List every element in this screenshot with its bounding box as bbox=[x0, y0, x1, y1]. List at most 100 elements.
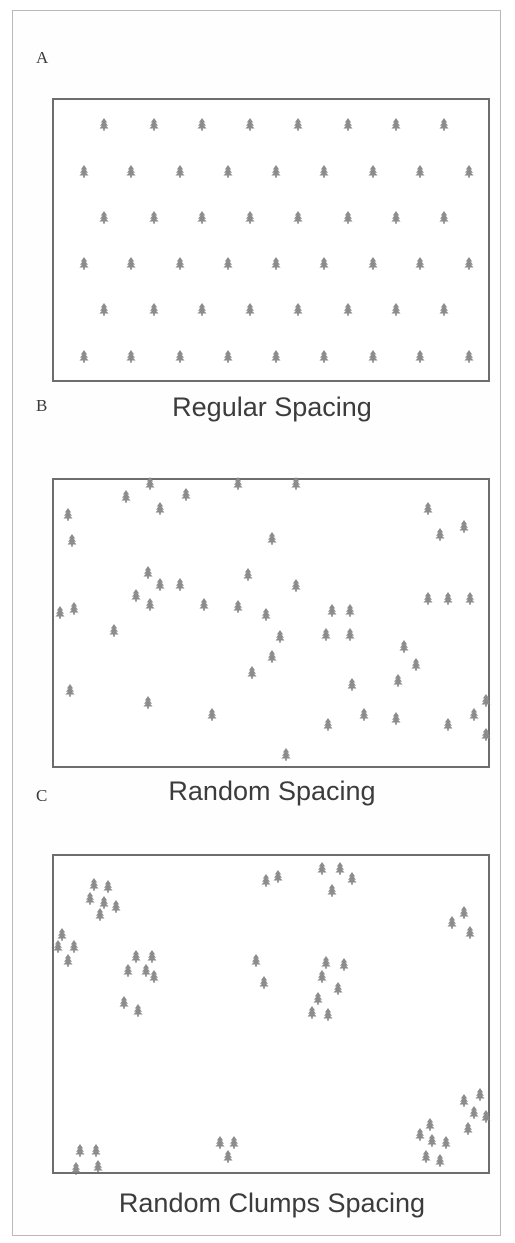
tree-icon bbox=[443, 718, 453, 731]
tree-icon bbox=[131, 950, 141, 963]
tree-icon bbox=[85, 892, 95, 905]
tree-icon bbox=[175, 165, 185, 178]
tree-icon bbox=[293, 211, 303, 224]
tree-icon bbox=[251, 954, 261, 967]
tree-icon bbox=[99, 896, 109, 909]
tree-icon bbox=[69, 602, 79, 615]
tree-icon bbox=[245, 303, 255, 316]
tree-icon bbox=[63, 508, 73, 521]
tree-icon bbox=[343, 118, 353, 131]
panel-c-letter: C bbox=[36, 786, 48, 805]
tree-icon bbox=[465, 592, 475, 605]
tree-icon bbox=[327, 884, 337, 897]
tree-icon bbox=[99, 303, 109, 316]
tree-icon bbox=[57, 928, 67, 941]
tree-icon bbox=[123, 964, 133, 977]
tree-icon bbox=[99, 211, 109, 224]
tree-icon bbox=[464, 257, 474, 270]
tree-icon bbox=[75, 1144, 85, 1157]
tree-icon bbox=[79, 350, 89, 363]
tree-icon bbox=[67, 534, 77, 547]
tree-icon bbox=[469, 708, 479, 721]
tree-icon bbox=[333, 982, 343, 995]
tree-icon bbox=[345, 604, 355, 617]
tree-icon bbox=[95, 908, 105, 921]
tree-icon bbox=[447, 916, 457, 929]
tree-icon bbox=[149, 211, 159, 224]
tree-icon bbox=[149, 118, 159, 131]
tree-icon bbox=[149, 970, 159, 983]
tree-icon bbox=[323, 718, 333, 731]
tree-icon bbox=[89, 878, 99, 891]
tree-icon bbox=[155, 502, 165, 515]
tree-icon bbox=[243, 568, 253, 581]
tree-icon bbox=[91, 1144, 101, 1157]
tree-icon bbox=[319, 350, 329, 363]
tree-icon bbox=[149, 303, 159, 316]
tree-icon bbox=[215, 1136, 225, 1149]
tree-icon bbox=[229, 1136, 239, 1149]
tree-icon bbox=[207, 708, 217, 721]
tree-icon bbox=[464, 350, 474, 363]
tree-icon bbox=[335, 862, 345, 875]
tree-icon bbox=[175, 578, 185, 591]
tree-icon bbox=[261, 608, 271, 621]
tree-icon bbox=[63, 954, 73, 967]
tree-icon bbox=[465, 926, 475, 939]
tree-icon bbox=[245, 211, 255, 224]
tree-icon bbox=[199, 598, 209, 611]
tree-icon bbox=[271, 165, 281, 178]
tree-icon bbox=[126, 165, 136, 178]
tree-icon bbox=[368, 350, 378, 363]
tree-icon bbox=[71, 1162, 81, 1175]
tree-icon bbox=[133, 1004, 143, 1017]
tree-icon bbox=[319, 165, 329, 178]
tree-icon bbox=[143, 696, 153, 709]
tree-icon bbox=[223, 350, 233, 363]
tree-icon bbox=[223, 257, 233, 270]
tree-icon bbox=[223, 165, 233, 178]
tree-icon bbox=[307, 1006, 317, 1019]
tree-icon bbox=[423, 502, 433, 515]
tree-icon bbox=[425, 1118, 435, 1131]
tree-icon bbox=[347, 678, 357, 691]
tree-icon bbox=[233, 600, 243, 613]
tree-icon bbox=[321, 628, 331, 641]
tree-icon bbox=[439, 303, 449, 316]
tree-icon bbox=[111, 900, 121, 913]
tree-icon bbox=[415, 165, 425, 178]
tree-icon bbox=[347, 872, 357, 885]
tree-icon bbox=[415, 1128, 425, 1141]
tree-icon bbox=[313, 992, 323, 1005]
tree-icon bbox=[99, 118, 109, 131]
tree-icon bbox=[69, 940, 79, 953]
tree-icon bbox=[399, 640, 409, 653]
panel-b-random-spacing bbox=[52, 478, 490, 768]
tree-icon bbox=[423, 592, 433, 605]
tree-icon bbox=[245, 118, 255, 131]
tree-icon bbox=[53, 940, 63, 953]
panel-b-caption: Random Spacing bbox=[168, 776, 376, 806]
tree-icon bbox=[415, 350, 425, 363]
tree-icon bbox=[435, 1154, 445, 1167]
tree-icon bbox=[319, 257, 329, 270]
tree-icon bbox=[109, 624, 119, 637]
tree-icon bbox=[481, 694, 491, 707]
tree-icon bbox=[275, 630, 285, 643]
tree-icon bbox=[181, 488, 191, 501]
tree-icon bbox=[459, 906, 469, 919]
panel-a-regular-spacing bbox=[52, 98, 490, 382]
tree-icon bbox=[79, 257, 89, 270]
tree-icon bbox=[55, 606, 65, 619]
tree-icon bbox=[233, 477, 243, 490]
tree-icon bbox=[317, 970, 327, 983]
tree-icon bbox=[359, 708, 369, 721]
tree-icon bbox=[293, 118, 303, 131]
tree-icon bbox=[411, 658, 421, 671]
tree-icon bbox=[145, 598, 155, 611]
tree-icon bbox=[293, 303, 303, 316]
tree-icon bbox=[464, 165, 474, 178]
tree-icon bbox=[343, 211, 353, 224]
tree-icon bbox=[291, 477, 301, 490]
